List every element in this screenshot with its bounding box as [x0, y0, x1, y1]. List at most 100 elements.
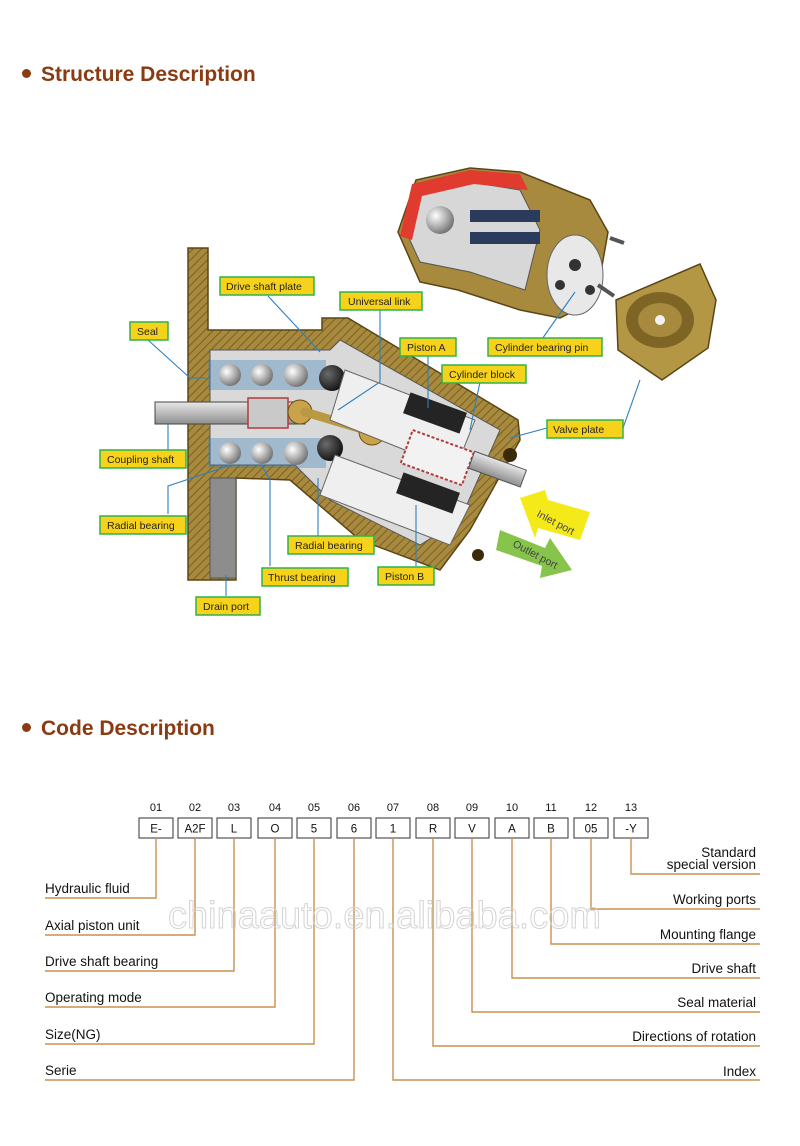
code-value: 1 [390, 824, 396, 836]
label-piston-b: Piston B [377, 566, 435, 586]
code-position-number: 12 [585, 802, 597, 814]
label-universal-link: Universal link [339, 291, 423, 311]
code-value: O [271, 824, 280, 836]
code-box: 1 [375, 817, 411, 839]
code-value: 5 [311, 824, 317, 836]
code-box: O [257, 817, 293, 839]
svg-text:Drive shaft plate: Drive shaft plate [226, 281, 302, 293]
code-position-number: 01 [150, 802, 162, 814]
svg-text:Seal: Seal [137, 326, 158, 338]
code-box: 5 [296, 817, 332, 839]
svg-text:Piston B: Piston B [385, 571, 424, 583]
code-position-number: 09 [466, 802, 478, 814]
code-connector-line [45, 838, 276, 1008]
svg-text:Coupling shaft: Coupling shaft [107, 454, 174, 466]
code-box: V [454, 817, 490, 839]
code-boxes: 01E-02A2F03L04O05506607108R09V10A11B1205… [138, 802, 649, 839]
code-box-frame [336, 817, 372, 839]
label-seal: Seal [129, 321, 169, 341]
code-box-frame [216, 817, 252, 839]
svg-text:Radial bearing: Radial bearing [107, 520, 175, 532]
desc-serie: Serie [45, 1063, 77, 1078]
desc-axial-piston-unit: Axial piston unit [45, 918, 140, 933]
watermark: chinaauto.en.alibaba.com [168, 895, 601, 937]
code-box: -Y [613, 817, 649, 839]
coupling-shaft [154, 397, 313, 429]
code-position-number: 07 [387, 802, 399, 814]
code-value: A2F [184, 824, 205, 836]
code-box-frame [177, 817, 213, 839]
code-position-number: 10 [506, 802, 518, 814]
desc-directions-of-rotation: Directions of rotation [632, 1029, 756, 1044]
svg-text:Cylinder block: Cylinder block [449, 369, 516, 381]
code-box: B [533, 817, 569, 839]
code-value: R [429, 824, 437, 836]
code-box-frame [296, 817, 332, 839]
label-valve-plate: Valve plate [546, 419, 624, 439]
bullet-icon [22, 722, 31, 732]
desc-drive-shaft-bearing: Drive shaft bearing [45, 954, 158, 969]
desc-special-version: special version [667, 857, 756, 872]
label-drain-port: Drain port [195, 596, 261, 616]
code-position-number: 03 [228, 802, 240, 814]
code-connector-line [45, 838, 315, 1045]
code-value: E- [150, 824, 162, 836]
code-connector-line [432, 838, 760, 1047]
leader-lines [147, 291, 641, 596]
svg-text:Cylinder bearing pin: Cylinder bearing pin [495, 342, 589, 354]
structure-title: Structure Description [22, 63, 256, 87]
label-radial-bearing-right: Radial bearing [287, 535, 375, 555]
label-thrust-bearing: Thrust bearing [261, 567, 349, 587]
code-position-number: 05 [308, 802, 320, 814]
code-box-frame [415, 817, 451, 839]
code-box: E- [138, 817, 174, 839]
svg-text:Piston A: Piston A [407, 342, 446, 354]
code-connector-line [471, 838, 760, 1013]
code-value: V [468, 824, 476, 836]
svg-text:Radial bearing: Radial bearing [295, 540, 363, 552]
desc-index: Index [723, 1064, 756, 1079]
label-radial-bearing-left: Radial bearing [99, 515, 187, 535]
bearings-lower [208, 435, 343, 468]
svg-text:Drain port: Drain port [203, 601, 249, 613]
label-coupling-shaft: Coupling shaft [99, 449, 187, 469]
code-box: 05 [573, 817, 609, 839]
code-connector-line [45, 838, 355, 1081]
bearings-upper [208, 360, 345, 391]
code-position-number: 11 [545, 802, 556, 814]
code-box-frame [375, 817, 411, 839]
code-box: A [494, 817, 530, 839]
code-box: R [415, 817, 451, 839]
code-position-number: 13 [625, 802, 637, 814]
code-connector-line [630, 838, 760, 875]
code-connector-line [392, 838, 760, 1081]
code-connector-line [511, 838, 760, 979]
code-position-number: 06 [348, 802, 360, 814]
desc-working-ports: Working ports [673, 892, 756, 907]
code-value: 6 [351, 824, 357, 836]
outlet-arrow [496, 530, 572, 578]
cutaway-inset [397, 167, 625, 319]
code-box-frame [494, 817, 530, 839]
code-box-frame [573, 817, 609, 839]
code-value: -Y [625, 824, 637, 836]
svg-text:Valve plate: Valve plate [553, 424, 604, 436]
label-cylinder-bearing-pin: Cylinder bearing pin [487, 337, 603, 357]
cylinder-block [319, 369, 528, 561]
desc-mounting-flange: Mounting flange [660, 927, 756, 942]
code-value: 05 [585, 824, 598, 836]
code-box: L [216, 817, 252, 839]
bullet-icon [22, 68, 31, 78]
desc-operating-mode: Operating mode [45, 990, 142, 1005]
label-cylinder-block: Cylinder block [441, 364, 527, 384]
code-connector-line [550, 838, 760, 945]
code-position-number: 08 [427, 802, 439, 814]
code-position-number: 02 [189, 802, 201, 814]
code-connector-line [45, 838, 157, 899]
svg-text:Universal link: Universal link [348, 296, 411, 308]
code-value: B [547, 824, 555, 836]
code-connector-line [45, 838, 235, 972]
code-box: A2F [177, 817, 213, 839]
code-title: Code Description [22, 717, 215, 741]
code-value: L [231, 824, 238, 836]
